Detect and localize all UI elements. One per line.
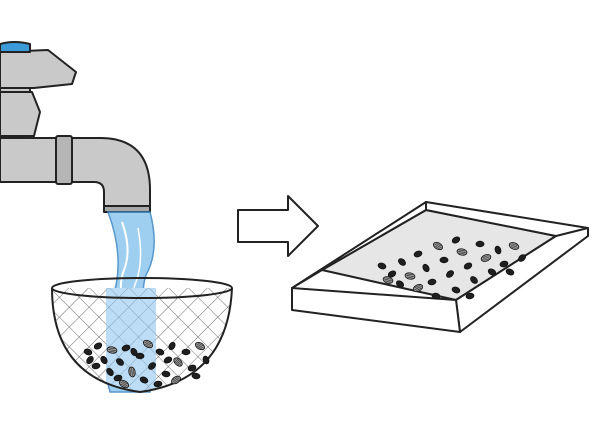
seed-icon [148,362,156,370]
seed-icon [106,368,114,376]
seed-icon [377,262,387,270]
seed-icon [395,280,405,288]
seed-icon [480,254,492,262]
seed-icon [404,272,416,280]
seed-icon [83,348,93,356]
seed-icon [422,263,430,273]
seed-icon [121,344,131,352]
seed-icon [153,380,163,388]
seed-icon [427,278,437,286]
seed-icon [128,366,136,378]
seed-icon [91,362,101,370]
tray-seeds [377,236,526,300]
seed-icon [171,375,181,385]
seed-icon [202,355,210,365]
seed-icon [135,352,145,360]
seed-icon [456,248,468,256]
seed-icon [113,374,123,382]
seed-icon [505,268,515,276]
right-arrow-icon [237,195,319,257]
seed-icon [142,339,154,349]
seed-icon [191,372,201,380]
seed-icon [139,376,149,384]
seed-icon [412,284,424,292]
seed-icon [173,357,183,367]
seed-icon [163,356,173,364]
seed-icon [508,242,520,250]
seed-icon [487,268,497,276]
seed-icon [116,358,124,366]
seed-icon [475,240,485,248]
seed-icon [470,276,478,284]
seed-icon [130,347,138,357]
seed-icon [451,236,461,244]
bowl-seeds [83,339,210,389]
seed-icon [451,286,461,294]
seed-icon [446,270,454,278]
seed-icon [499,260,509,268]
seed-icon [387,270,397,278]
seed-icon [398,258,406,266]
seed-icon [439,256,449,264]
seed-icon [463,262,473,270]
seed-icon [86,356,94,364]
seed-icon [187,364,197,372]
seed-icon [432,241,444,251]
seed-icon [155,348,165,356]
seed-icon [93,342,103,350]
seed-icon [413,250,423,258]
seed-icon [465,292,475,300]
seed-icon [194,341,206,351]
seed-icon [118,379,130,389]
tray-icon [291,201,589,333]
faucet-icon [0,41,151,213]
seed-icon [181,348,191,356]
seed-icon [161,370,171,378]
seed-icon [494,245,502,255]
seed-icon [100,355,108,365]
seed-icon [106,346,118,354]
seed-icon [518,254,526,262]
seed-icon [168,341,176,351]
seed-icon [382,276,394,284]
seed-icon [431,292,441,300]
